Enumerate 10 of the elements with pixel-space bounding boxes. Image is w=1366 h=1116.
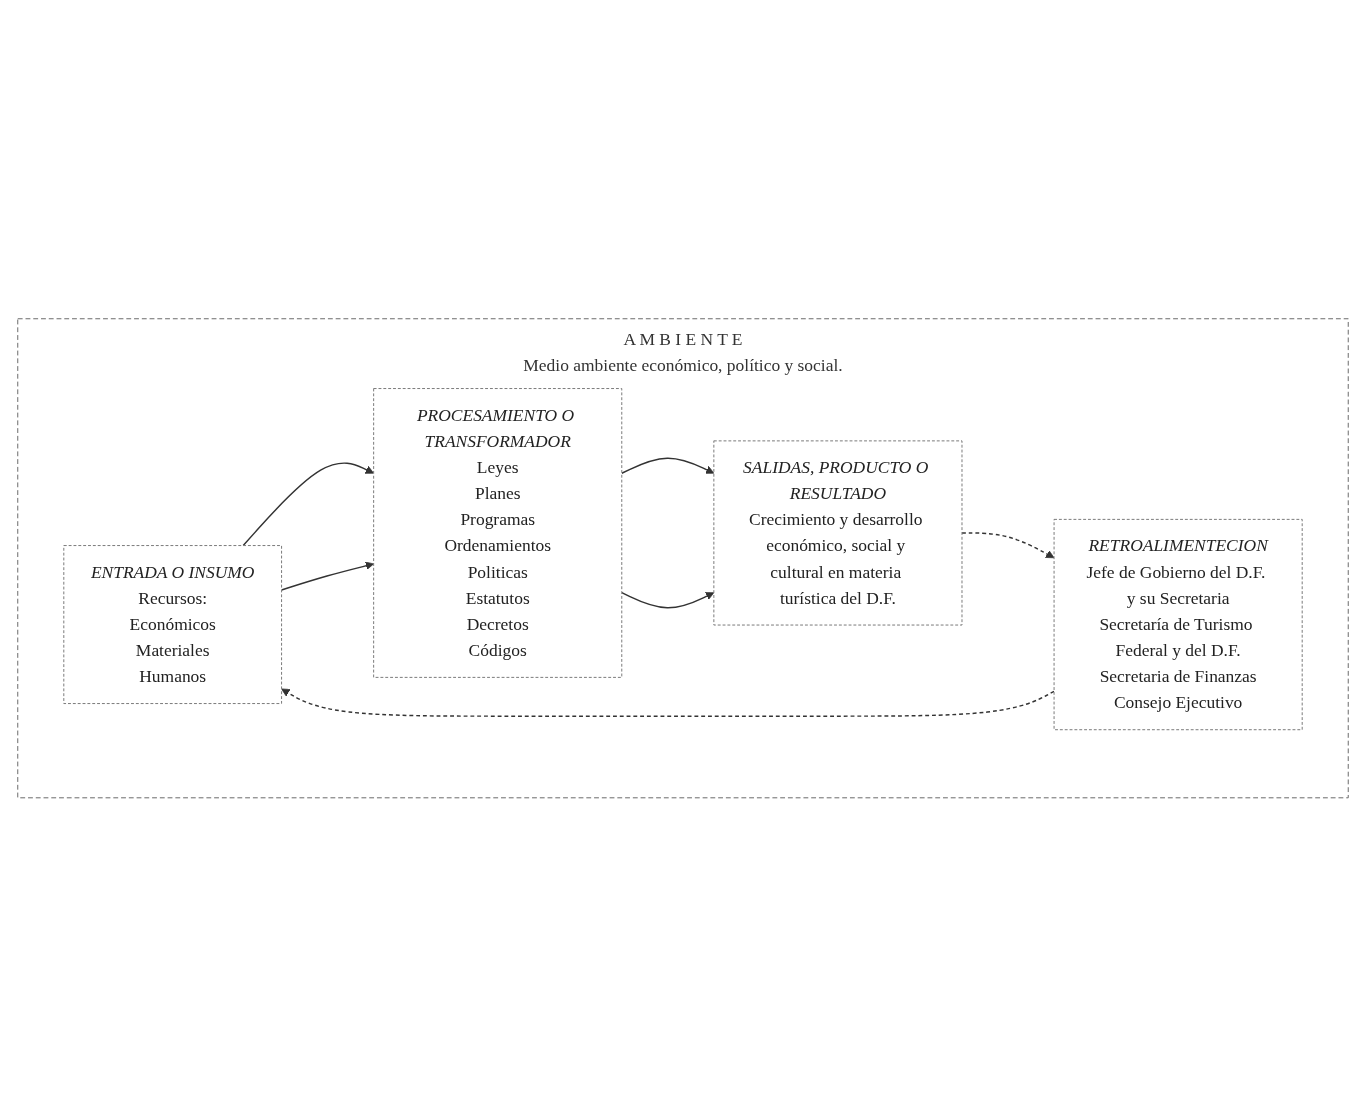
node-box [373,387,623,678]
node-box [713,440,963,626]
arrow [961,531,1055,558]
arrow [621,591,715,609]
arrow [242,462,375,546]
arrow [280,561,375,591]
node-box [1053,518,1303,730]
arrow [281,688,1055,717]
node-box [63,544,283,704]
arrow [621,457,715,474]
